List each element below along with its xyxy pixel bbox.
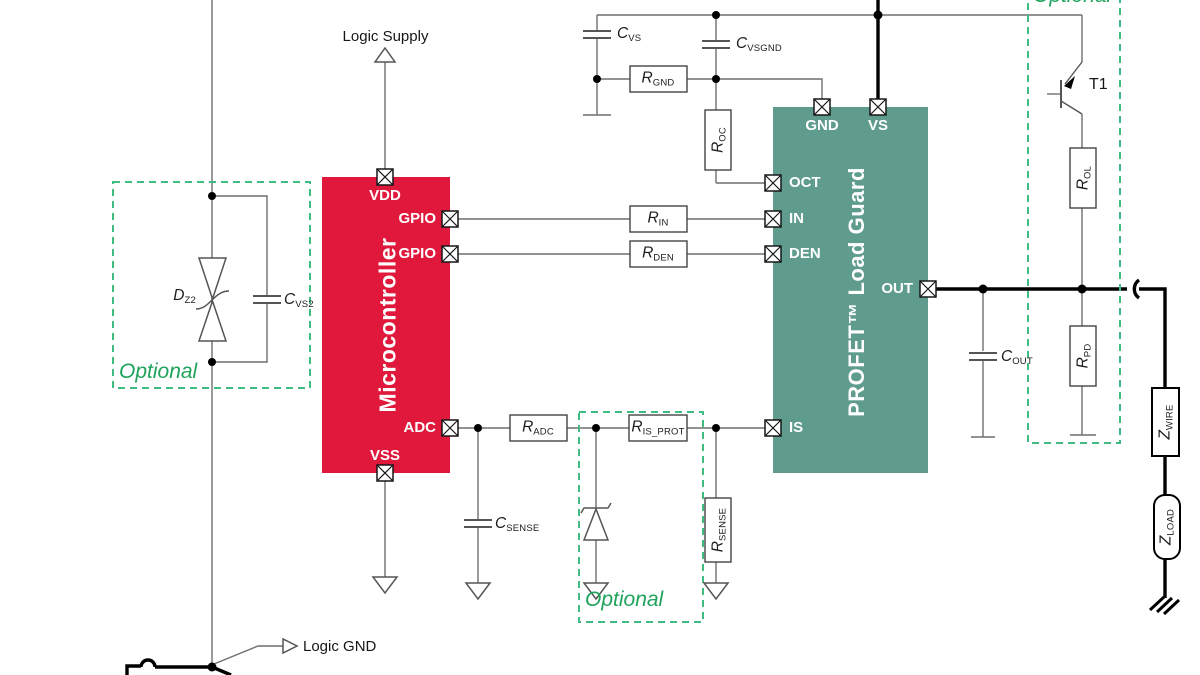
z-wire-label: ZWIRE bbox=[1156, 404, 1176, 440]
gnd-triangle-r-sense bbox=[702, 582, 730, 601]
transistor-t1 bbox=[1060, 61, 1083, 115]
pin-gpio1 bbox=[441, 210, 459, 228]
pin-label-den: DEN bbox=[789, 245, 821, 262]
optional-label-middle: Optional bbox=[585, 588, 664, 611]
logic-gnd-label: Logic GND bbox=[303, 638, 377, 655]
pin-is bbox=[764, 419, 782, 437]
r-den-label: RDEN bbox=[642, 244, 674, 264]
c-vsgnd-label: CVSGND bbox=[736, 35, 782, 54]
d-z2-label: DZ2 bbox=[173, 287, 196, 306]
resistor-r-pd bbox=[1069, 325, 1097, 387]
junction-dots bbox=[207, 10, 1087, 672]
logic-gnd-arrow-icon bbox=[282, 637, 299, 655]
pin-label-gpio2: GPIO bbox=[398, 245, 436, 262]
pin-label-adc: ADC bbox=[403, 419, 437, 436]
r-adc-label: RADC bbox=[522, 418, 554, 438]
t1-label: T1 bbox=[1089, 76, 1108, 93]
resistor-r-gnd bbox=[629, 65, 688, 93]
resistor-r-adc bbox=[509, 414, 568, 442]
r-oc-label: ROC bbox=[709, 127, 729, 153]
capacitor-c-sense bbox=[464, 519, 492, 528]
pin-label-is: IS bbox=[789, 419, 804, 436]
impedance-z-load bbox=[1153, 494, 1181, 560]
logic-supply-arrow-icon bbox=[373, 46, 397, 63]
capacitor-c-out bbox=[969, 352, 997, 361]
pin-vss bbox=[376, 464, 394, 482]
pin-vdd bbox=[376, 168, 394, 186]
microcontroller-title: Microcontroller bbox=[374, 237, 401, 413]
pin-den bbox=[764, 245, 782, 263]
optional-box-middle bbox=[578, 411, 704, 623]
optional-label-left: Optional bbox=[119, 360, 198, 383]
pin-label-out: OUT bbox=[881, 280, 913, 297]
capacitor-c-vsgnd bbox=[702, 40, 730, 49]
zener-diode bbox=[580, 502, 612, 541]
gnd-triangle-vss bbox=[371, 576, 399, 595]
resistor-r-ol bbox=[1069, 147, 1097, 209]
r-is-prot-label: RIS_PROT bbox=[631, 418, 685, 438]
capacitor-c-vs bbox=[583, 30, 611, 39]
pin-oct bbox=[764, 174, 782, 192]
pin-label-vss: VSS bbox=[369, 447, 400, 464]
pin-label-oct: OCT bbox=[789, 174, 821, 191]
power-wires bbox=[125, 0, 1167, 675]
earth-ground-icon bbox=[1148, 595, 1181, 616]
pin-gnd bbox=[813, 98, 831, 116]
c-sense-label: CSENSE bbox=[495, 515, 540, 534]
r-in-label: RIN bbox=[647, 209, 669, 229]
optional-label-right: Optional bbox=[1033, 0, 1111, 8]
optional-box-right bbox=[1027, 0, 1121, 444]
resistor-r-in bbox=[629, 205, 688, 233]
pin-out bbox=[919, 280, 937, 298]
c-vs2-label: CVS2 bbox=[284, 291, 314, 310]
pin-adc bbox=[441, 419, 459, 437]
z-load-label: ZLOAD bbox=[1157, 508, 1177, 546]
pin-label-vdd: VDD bbox=[369, 187, 401, 204]
c-vs-label: CVS bbox=[617, 25, 642, 44]
resistor-r-sense bbox=[704, 497, 732, 563]
capacitor-c-vs2 bbox=[253, 295, 281, 304]
pin-label-gnd: GND bbox=[805, 117, 839, 134]
r-ol-label: ROL bbox=[1074, 165, 1094, 191]
microcontroller-block bbox=[322, 177, 450, 473]
r-sense-label: RSENSE bbox=[709, 507, 729, 553]
impedance-z-wire bbox=[1151, 387, 1180, 457]
pin-label-in: IN bbox=[789, 210, 804, 227]
r-gnd-label: RGND bbox=[641, 69, 675, 89]
pin-in bbox=[764, 210, 782, 228]
pin-label-gpio1: GPIO bbox=[398, 210, 436, 227]
pin-gpio2 bbox=[441, 245, 459, 263]
c-out-label: COUT bbox=[1001, 348, 1033, 367]
gnd-triangle-c-sense bbox=[464, 582, 492, 601]
pin-vs bbox=[869, 98, 887, 116]
gnd-triangle-zener bbox=[582, 582, 610, 601]
resistor-r-is-prot bbox=[628, 414, 688, 442]
resistor-r-oc bbox=[704, 109, 732, 171]
r-pd-label: RPD bbox=[1074, 343, 1094, 369]
resistor-r-den bbox=[629, 240, 688, 268]
profet-block bbox=[773, 107, 928, 473]
logic-supply-label: Logic Supply bbox=[342, 28, 429, 45]
pin-boxes bbox=[376, 98, 937, 482]
pin-label-vs: VS bbox=[867, 117, 888, 134]
optional-box-left bbox=[112, 181, 311, 389]
tvs-diode-d-z2 bbox=[195, 257, 230, 342]
